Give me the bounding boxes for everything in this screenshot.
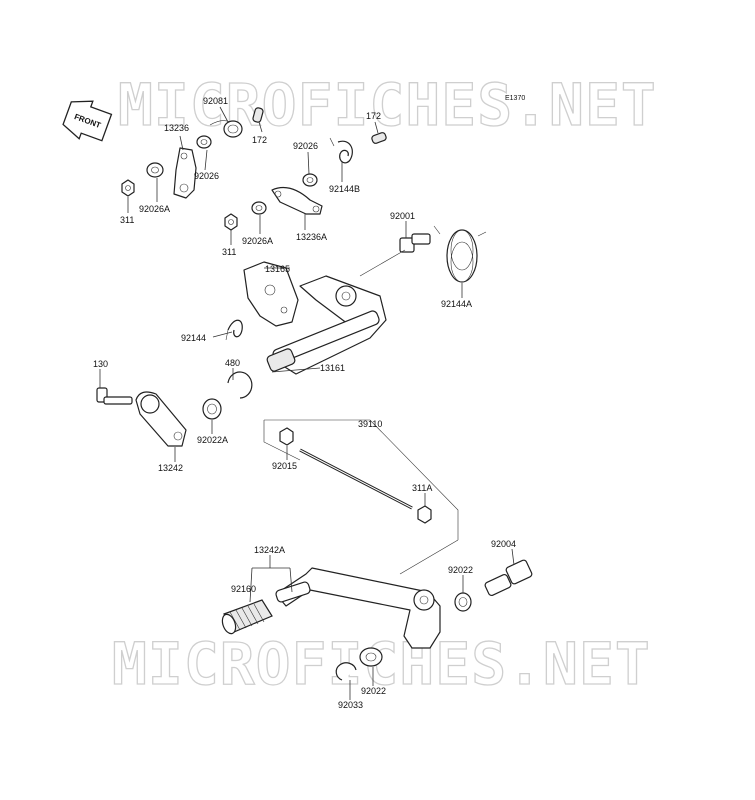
tie-rod-39110 bbox=[299, 448, 413, 510]
spring-92144A bbox=[433, 225, 487, 283]
circlip-92033 bbox=[335, 662, 357, 681]
label-311-mid: 311 bbox=[222, 247, 236, 257]
leader-lines bbox=[99, 106, 515, 700]
plate-13165 bbox=[243, 261, 299, 327]
label-92026A-left: 92026A bbox=[139, 204, 170, 214]
rubber-92160 bbox=[221, 599, 273, 635]
label-13165: 13165 bbox=[265, 264, 290, 274]
shaft-13161 bbox=[266, 275, 387, 375]
nut-311A bbox=[417, 505, 432, 524]
washer-92022-right bbox=[454, 592, 472, 612]
spring-92144 bbox=[225, 319, 243, 341]
washer-92022-lower bbox=[359, 647, 383, 667]
circlip-480 bbox=[227, 371, 253, 399]
label-92081: 92081 bbox=[203, 96, 228, 106]
label-13242A: 13242A bbox=[254, 545, 285, 555]
nut-92015 bbox=[279, 427, 294, 446]
label-92004: 92004 bbox=[491, 539, 516, 549]
label-311A: 311A bbox=[412, 483, 432, 493]
label-13242: 13242 bbox=[158, 463, 183, 473]
label-13236A: 13236A bbox=[296, 232, 327, 242]
washer-92026A-mid bbox=[251, 201, 267, 215]
label-92022A: 92022A bbox=[197, 435, 228, 445]
part-labels: 92081 13236 172 172 92026 92026 92144B 3… bbox=[93, 96, 516, 710]
nut-311-left bbox=[121, 179, 135, 197]
watermark-bottom: MICROFICHES.NET bbox=[112, 630, 651, 698]
pin-172-right bbox=[371, 132, 387, 144]
bolt-92001 bbox=[359, 233, 431, 277]
arm-13236 bbox=[173, 147, 197, 199]
label-39110: 39110 bbox=[358, 419, 382, 429]
label-92022-lower: 92022 bbox=[361, 686, 386, 696]
washer-92026-mid bbox=[302, 173, 318, 187]
label-92026A-mid: 92026A bbox=[242, 236, 273, 246]
label-13161: 13161 bbox=[320, 363, 345, 373]
bolt-92004 bbox=[484, 559, 533, 597]
label-92026-upper: 92026 bbox=[194, 171, 219, 181]
label-92022-right: 92022 bbox=[448, 565, 473, 575]
diagram-code: E1370 bbox=[505, 95, 525, 102]
spring-92144B bbox=[329, 137, 353, 164]
label-92015: 92015 bbox=[272, 461, 297, 471]
label-172-left: 172 bbox=[252, 135, 267, 145]
arm-13236A bbox=[271, 187, 323, 215]
watermark-top: MICROFICHES.NET bbox=[118, 71, 657, 139]
pedal-13242A bbox=[275, 567, 441, 649]
pin-172-left bbox=[252, 107, 264, 123]
label-311-left: 311 bbox=[120, 215, 134, 225]
label-130: 130 bbox=[93, 359, 108, 369]
label-13236: 13236 bbox=[164, 123, 189, 133]
label-92160: 92160 bbox=[231, 584, 256, 594]
nut-311-mid bbox=[224, 213, 238, 231]
arm-13242 bbox=[135, 391, 187, 447]
label-92001: 92001 bbox=[390, 211, 415, 221]
label-92033: 92033 bbox=[338, 700, 363, 710]
label-172-right: 172 bbox=[366, 111, 381, 121]
spring-92081 bbox=[209, 120, 243, 138]
label-92144: 92144 bbox=[181, 333, 206, 343]
washer-92026-upper bbox=[196, 135, 212, 149]
washer-92022A bbox=[202, 398, 222, 420]
label-92026-mid: 92026 bbox=[293, 141, 318, 151]
front-arrow-icon: FRONT bbox=[62, 100, 113, 142]
bolt-130 bbox=[96, 387, 133, 405]
label-92144B: 92144B bbox=[329, 184, 360, 194]
washer-92026A-left bbox=[146, 162, 164, 178]
label-480: 480 bbox=[225, 358, 240, 368]
label-92144A: 92144A bbox=[441, 299, 472, 309]
